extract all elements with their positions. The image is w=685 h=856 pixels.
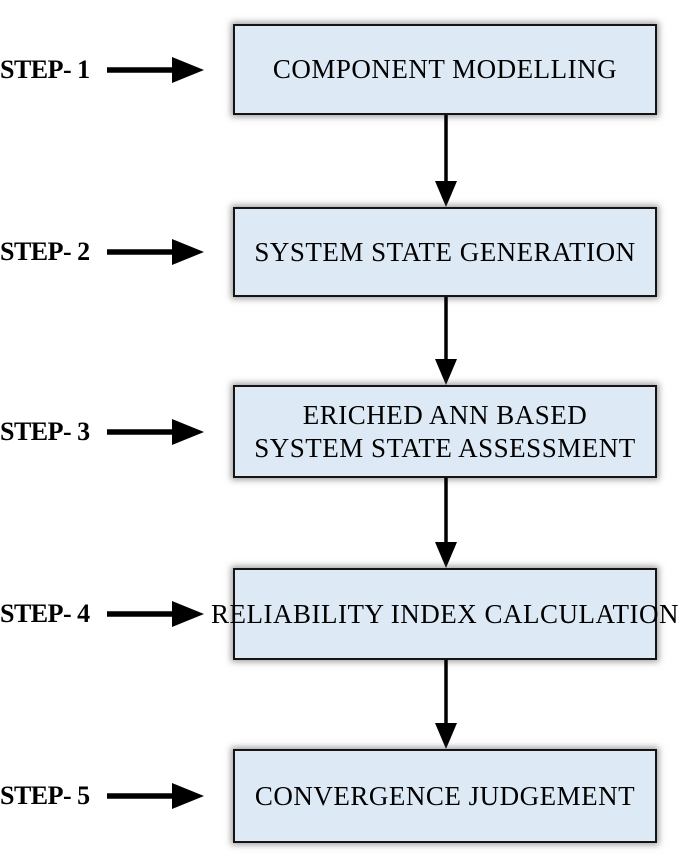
step-row-3: STEP- 3 ERICHED ANN BASED SYSTEM STATE A… [0,385,685,478]
flow-box-text: COMPONENT MODELLING [272,54,618,85]
step-label-1: STEP- 1 [0,54,90,84]
step-row-1: STEP- 1 COMPONENT MODELLING [0,24,685,115]
flow-box-ann-state-assessment: ERICHED ANN BASED SYSTEM STATE ASSESSMEN… [233,385,657,478]
flow-box-text-line2: SYSTEM STATE ASSESSMENT [254,432,636,463]
step-row-5: STEP- 5 CONVERGENCE JUDGEMENT [0,749,685,843]
arrow-right-icon [107,56,204,83]
step-row-4: STEP- 4 RELIABILITY INDEX CALCULATION [0,568,685,660]
flow-box-text: RELIABILITY INDEX CALCULATION [211,598,679,629]
arrow-right-icon [107,601,204,627]
flow-box-system-state-generation: SYSTEM STATE GENERATION [233,207,657,297]
step-label-2: STEP- 2 [0,237,90,266]
flow-box-text: SYSTEM STATE GENERATION [254,236,636,267]
flow-box-convergence-judgement: CONVERGENCE JUDGEMENT [233,749,657,843]
step-label-5: STEP- 5 [0,781,90,810]
arrow-right-icon [107,418,204,445]
flow-box-text: CONVERGENCE JUDGEMENT [254,780,636,811]
step-label-4: STEP- 4 [0,599,90,628]
arrow-down-icon [435,115,457,207]
arrow-right-icon [107,783,204,809]
flow-box-reliability-index-calculation: RELIABILITY INDEX CALCULATION [211,568,678,660]
step-row-2: STEP- 2 SYSTEM STATE GENERATION [0,207,685,297]
flow-box-text: ERICHED ANN BASED [302,400,588,431]
flow-box-component-modelling: COMPONENT MODELLING [233,24,657,115]
step-label-3: STEP- 3 [0,416,90,446]
arrow-right-icon [107,239,204,265]
arrow-down-icon [435,660,457,749]
arrow-down-icon [435,297,457,385]
arrow-down-icon [435,478,457,568]
